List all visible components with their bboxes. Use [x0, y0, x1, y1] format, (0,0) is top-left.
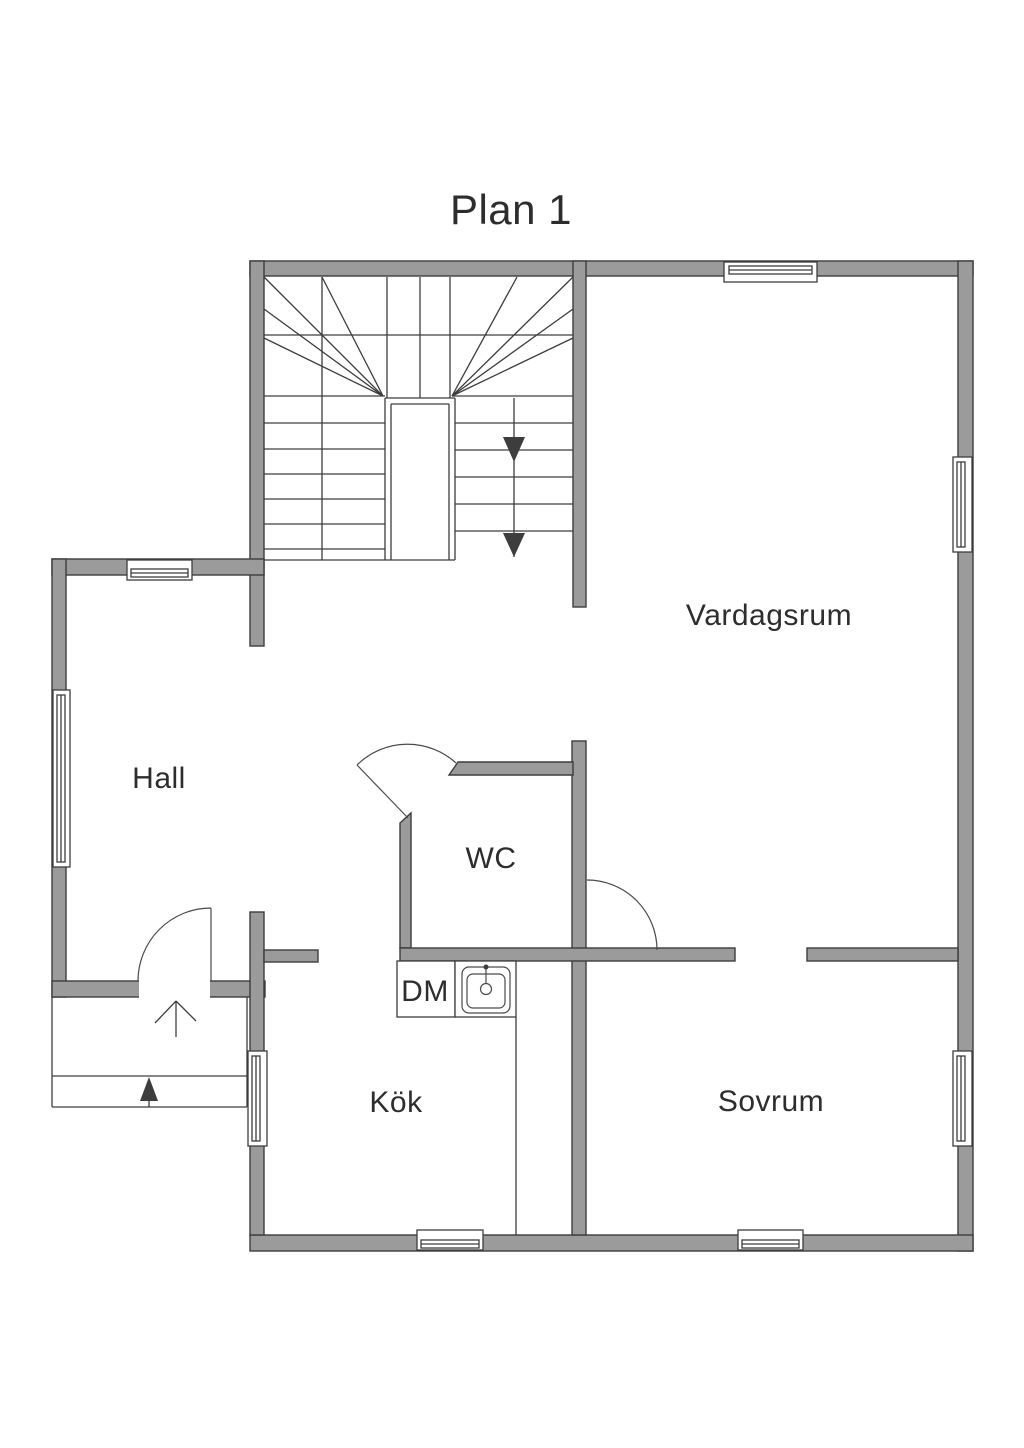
windows — [52, 261, 973, 1251]
room-label-kok: Kök — [369, 1086, 423, 1119]
wall-top — [249, 260, 974, 277]
window-kok-left — [247, 1050, 268, 1147]
entrance-step-arrow-icon — [140, 1077, 158, 1107]
walls — [51, 260, 974, 1252]
room-label-sovrum: Sovrum — [718, 1085, 824, 1118]
window-kok-bottom — [416, 1229, 484, 1251]
bedroom-door-arc — [586, 879, 658, 951]
entrance-direction-arrow-icon — [154, 1000, 197, 1037]
wall-stair-left — [249, 260, 265, 647]
wall-stair-divider — [572, 260, 587, 608]
room-label-hall: Hall — [132, 762, 186, 795]
room-label-vardagsrum: Vardagsrum — [686, 599, 852, 632]
window-sovrum-right — [952, 1050, 973, 1147]
window-hall-top — [126, 559, 193, 581]
window-vardagsrum-right — [952, 456, 973, 553]
room-label-wc: WC — [466, 842, 517, 875]
wall-wc-east — [571, 740, 587, 1236]
wall-mid-right — [806, 947, 959, 962]
window-vardagsrum-top — [723, 261, 818, 283]
wall-bottom — [249, 1234, 974, 1252]
sink-icon — [461, 964, 511, 1014]
window-sovrum-bottom — [737, 1229, 804, 1251]
wall-stub-hall-kitchen — [263, 949, 319, 963]
front-door — [137, 907, 212, 998]
appliance-label-dm: DM — [401, 975, 449, 1008]
wc-door — [356, 743, 457, 819]
wall-mid-left — [399, 947, 736, 962]
page-title: Plan 1 — [450, 186, 572, 233]
window-hall-left — [52, 689, 71, 868]
stairs-down-arrow-icon — [503, 437, 525, 557]
wall-wc-north — [447, 761, 574, 776]
wall-wc-west — [399, 811, 412, 949]
kitchen-counter — [396, 960, 517, 1235]
labels: Plan 1 Vardagsrum Hall WC DM Kök Sovrum — [132, 186, 852, 1119]
staircase — [263, 276, 574, 561]
dishwasher-box — [396, 960, 456, 1018]
